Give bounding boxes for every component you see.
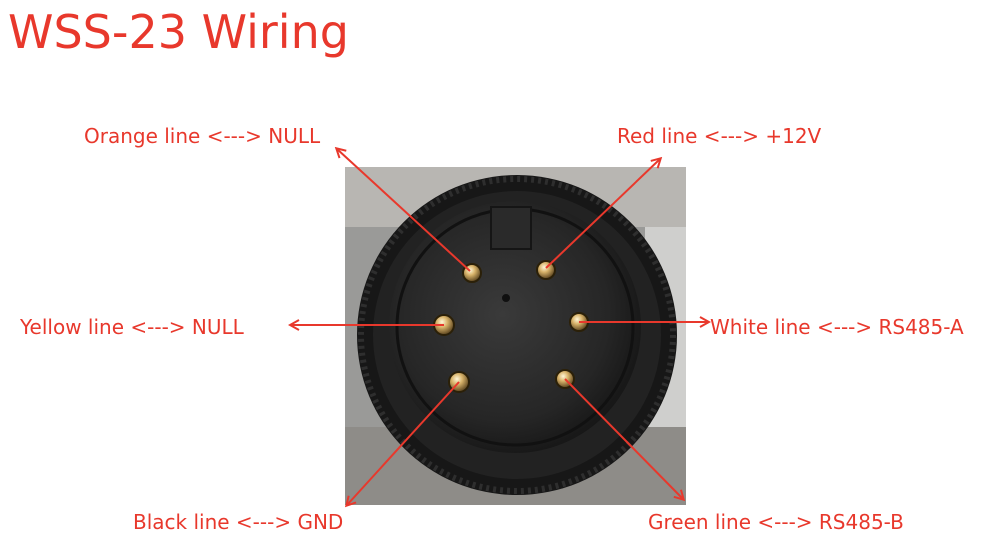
yellow-line-label: Yellow line <---> NULL [20,315,244,339]
green-line-label: Green line <---> RS485-B [648,510,904,534]
red-line-label: Red line <---> +12V [617,124,822,148]
page-title: WSS-23 Wiring [8,5,349,59]
arrow-green [564,378,683,499]
arrow-red [545,159,660,269]
arrow-black [347,381,460,505]
connector-key-notch [490,206,532,250]
orange-line-label: Orange line <---> NULL [84,124,321,148]
connector-photo [345,167,686,505]
arrow-orange [337,149,471,272]
black-line-label: Black line <---> GND [133,510,344,534]
white-line-label: White line <---> RS485-A [710,315,964,339]
pin-red [536,260,556,280]
